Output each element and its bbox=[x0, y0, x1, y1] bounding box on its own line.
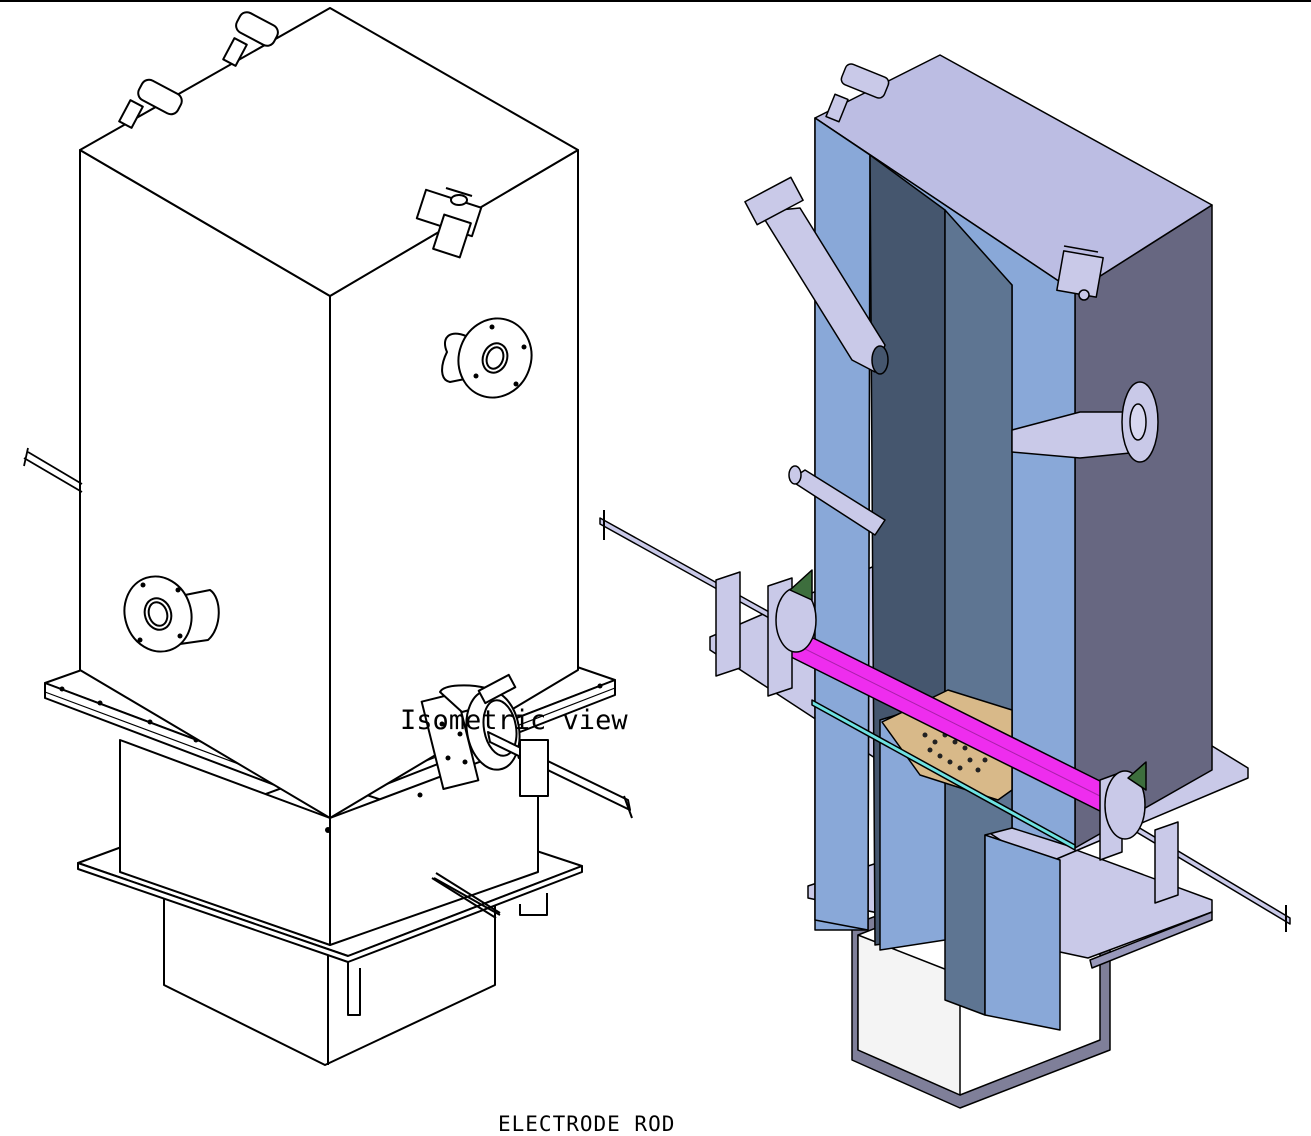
right-port-tube bbox=[1011, 381, 1159, 463]
lid-clamp bbox=[415, 187, 483, 259]
upper-left-tube bbox=[744, 176, 889, 375]
side-port-right bbox=[441, 317, 533, 399]
cutaway-lid-clamp bbox=[1056, 245, 1104, 301]
rod-left bbox=[23, 447, 83, 493]
shaded-cutaway-isometric bbox=[599, 54, 1291, 1109]
lower-rod bbox=[433, 877, 501, 916]
side-port-left bbox=[123, 575, 220, 653]
cyan-strips bbox=[811, 699, 1076, 851]
cutaway-side-wall bbox=[1074, 204, 1213, 849]
cutaway-right-bracket bbox=[1099, 761, 1179, 904]
top-handles bbox=[118, 11, 279, 129]
line-art-isometric bbox=[23, 7, 633, 1066]
electrode-rod-label: ELECTRODE ROD bbox=[498, 1112, 676, 1136]
cutaway-left-bracket bbox=[715, 569, 817, 697]
middle-left-tube bbox=[788, 465, 886, 536]
main-chamber bbox=[79, 7, 579, 819]
view-caption: Isometric view bbox=[400, 705, 628, 736]
front-port-assembly bbox=[420, 673, 633, 819]
top-border-line bbox=[0, 0, 1311, 2]
cutaway-top-handles bbox=[825, 63, 890, 123]
electrode-holes bbox=[922, 732, 988, 773]
